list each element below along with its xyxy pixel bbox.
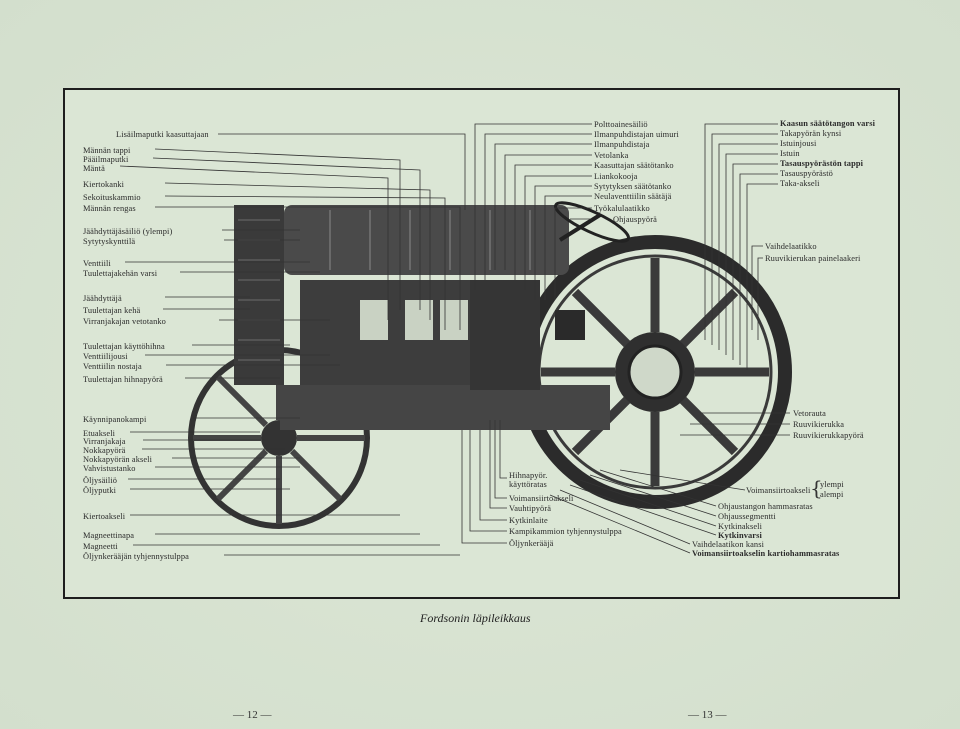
fuel-tank: [284, 205, 569, 275]
label-takapyoran-kynsi: Takapyörän kynsi: [780, 129, 842, 138]
label-kampikammion-tulppa: Kampikammion tyhjennystulppa: [509, 527, 622, 536]
label-nokkapyora: Nokkapyörä: [83, 446, 126, 455]
page-number-left: — 12 —: [233, 709, 272, 721]
label-venttiilijousi: Venttiilijousi: [83, 352, 128, 361]
label-magneettinapa: Magneettinapa: [83, 531, 135, 540]
label-tyhjennystulppa: Öljynkerääjän tyhjennystulppa: [83, 552, 189, 561]
label-kytkinvarsi: Kytkinvarsi: [718, 531, 762, 540]
label-sytytyksen-saatotanko: Sytytyksen säätötanko: [594, 182, 672, 191]
label-vauhtipyora: Vauhtipyörä: [509, 504, 552, 513]
label-etuakseli: Etuakseli: [83, 429, 116, 438]
label-ylempi: ylempi: [820, 480, 844, 489]
label-tuulettajan-keha: Tuulettajan kehä: [83, 306, 141, 315]
label-neulaventtiili: Neulaventtiilin säätäjä: [594, 192, 672, 201]
label-magneetti: Magneetti: [83, 542, 118, 551]
label-tasauspyorasto: Tasauspyörästö: [780, 169, 833, 178]
label-vaihdelaatikon-kansi: Vaihdelaatikon kansi: [692, 540, 765, 549]
label-kaynnipanokampi: Käynnipanokampi: [83, 415, 147, 424]
label-kytkinlaite: Kytkinlaite: [509, 516, 548, 525]
label-painelaakeri: Ruuvikierukan painelaakeri: [765, 254, 861, 263]
label-kytkinakseli: Kytkinakseli: [718, 522, 762, 531]
label-paailmaputki: Pääilmaputki: [83, 155, 129, 164]
label-virranjakaja: Virranjakaja: [83, 437, 126, 446]
label-vetolanka: Vetolanka: [594, 151, 629, 160]
label-vaihdelaatikko: Vaihdelaatikko: [765, 242, 817, 251]
label-kiertoakseli: Kiertoakseli: [83, 512, 126, 521]
label-ohjaussegmentti: Ohjaussegmentti: [718, 512, 776, 521]
label-virranjakajan-vetotanko: Virranjakajan vetotanko: [83, 317, 166, 326]
label-kiertokanki: Kiertokanki: [83, 180, 125, 189]
label-vetorauta: Vetorauta: [793, 409, 826, 418]
label-hihnapyora: Tuulettajan hihnapyörä: [83, 375, 163, 384]
label-oljyputki: Öljyputki: [83, 486, 117, 495]
label-sytytyskynttila: Sytytyskynttilä: [83, 237, 136, 246]
label-lisailmaputki: Lisäilmaputki kaasuttajaan: [116, 130, 209, 139]
label-kartiohammasratas: Voimansiirtoakselin kartiohammasratas: [692, 549, 840, 558]
label-ohjaustangon-hammasratas: Ohjaustangon hammasratas: [718, 502, 813, 511]
label-ohjauspyora: Ohjauspyörä: [613, 215, 657, 224]
label-jaahdyttajasailio: Jäähdyttäjäsäiliö (ylempi): [83, 227, 173, 236]
label-jaahdyttaja: Jäähdyttäjä: [83, 294, 122, 303]
label-nokkapyoran-akseli: Nokkapyörän akseli: [83, 455, 153, 464]
label-tasauspyoraston-tappi: Tasauspyörästön tappi: [780, 159, 864, 168]
label-ruuvikierukka: Ruuvikierukka: [793, 420, 845, 429]
label-istuin: Istuin: [780, 149, 800, 158]
rear-wheel: [518, 235, 792, 509]
label-venttiilin-nostaja: Venttiilin nostaja: [83, 362, 142, 371]
label-hihnapyor-kayttoratas: Hihnapyör. käyttöratas: [509, 471, 548, 489]
label-mannan-tappi: Männän tappi: [83, 146, 131, 155]
brace-icon: {: [810, 476, 823, 500]
label-tyokalulaatikko: Työkalulaatikko: [594, 204, 650, 213]
label-voimansiirtoakseli-right: Voimansiirtoakseli: [746, 486, 811, 495]
label-voimansiirtoakseli: Voimansiirtoakseli: [509, 494, 574, 503]
label-polttoainesailio: Polttoainesäiliö: [594, 120, 648, 129]
steering-wheel: [554, 201, 630, 243]
label-tuulettajakehan-varsi: Tuulettajakehän varsi: [83, 269, 158, 278]
label-ilmanpuhdistaja: Ilmanpuhdistaja: [594, 140, 650, 149]
label-alempi: alempi: [820, 490, 844, 499]
label-taka-akseli: Taka-akseli: [780, 179, 820, 188]
label-oljysailio: Öljysäiliö: [83, 476, 118, 485]
label-oljynkeraaja: Öljynkerääjä: [509, 539, 554, 548]
crankcase: [280, 385, 610, 430]
label-istuinjousi: Istuinjousi: [780, 139, 817, 148]
label-kaasuttajan-saatotanko: Kaasuttajan säätötanko: [594, 161, 674, 170]
figure-caption: Fordsonin läpileikkaus: [420, 611, 531, 625]
radiator: [234, 205, 284, 385]
page-number-right: — 13 —: [688, 709, 727, 721]
label-liankokooja: Liankokooja: [594, 172, 638, 181]
label-kaasun-saatotangon-varsi: Kaasun säätötangon varsi: [780, 119, 876, 128]
label-ruuvikierukkapyora: Ruuvikierukkapyörä: [793, 431, 864, 440]
leader-lines: [119, 133, 466, 556]
label-kayttohihna: Tuulettajan käyttöhihna: [83, 342, 165, 351]
label-mannan-rengas: Männän rengas: [83, 204, 136, 213]
label-sekoituskammio: Sekoituskammio: [83, 193, 141, 202]
label-uimuri: Ilmanpuhdistajan uimuri: [594, 130, 679, 139]
label-vahvistustanko: Vahvistustanko: [83, 464, 136, 473]
label-manta: Mäntä: [83, 164, 105, 173]
label-venttiili: Venttiili: [83, 259, 111, 268]
